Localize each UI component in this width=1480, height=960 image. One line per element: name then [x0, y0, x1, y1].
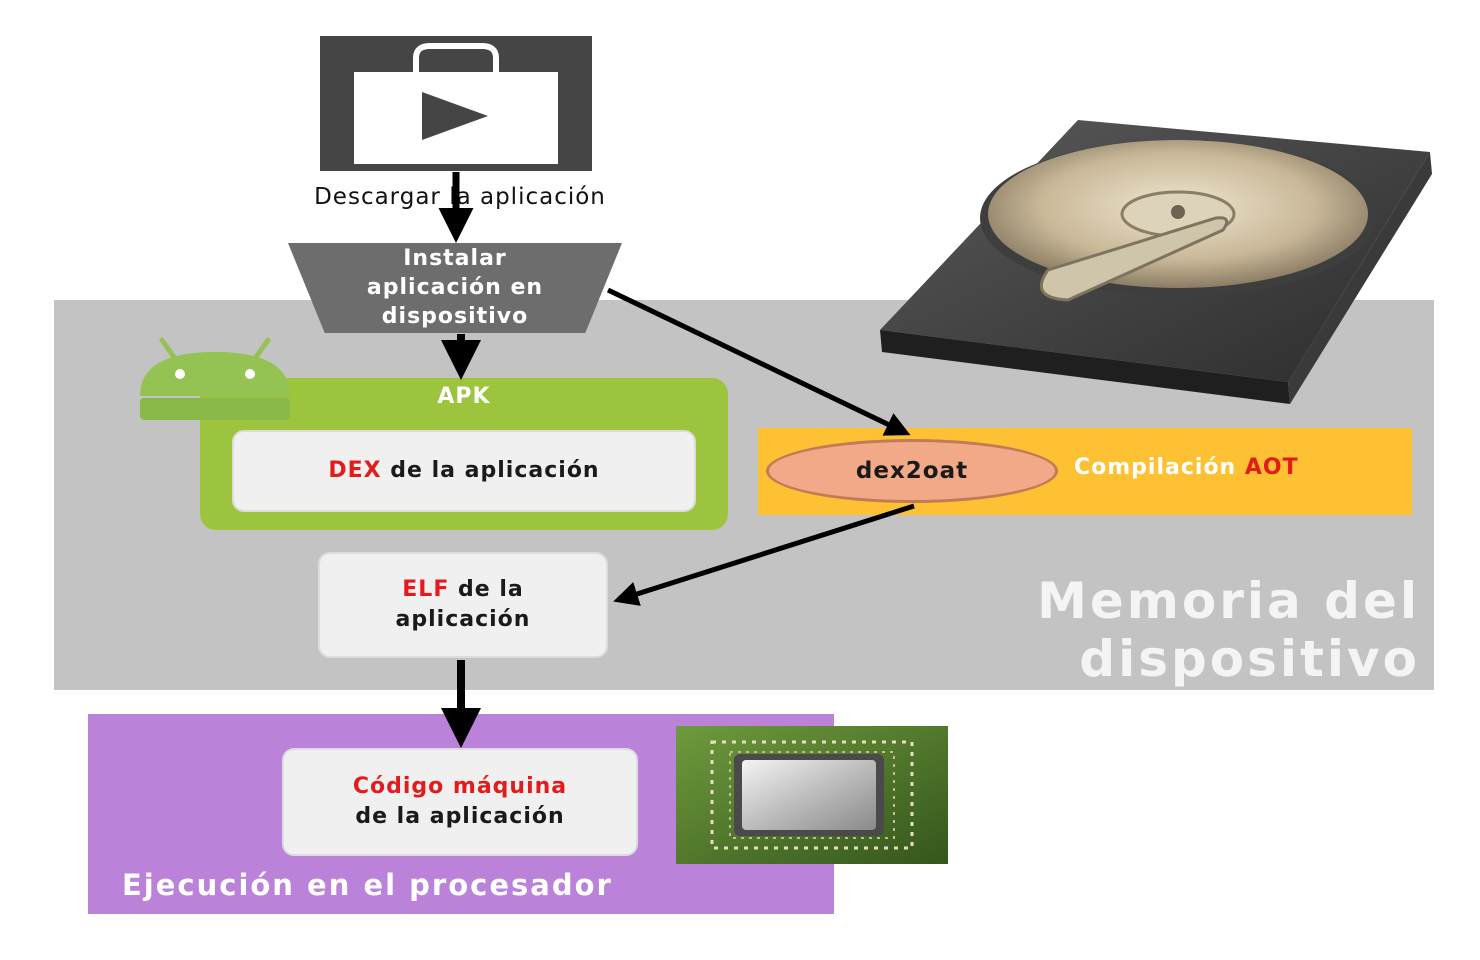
- elf-highlight: ELF: [402, 577, 450, 602]
- arrow-install-to-dex2oat: [606, 287, 911, 436]
- android-icon: [140, 337, 290, 420]
- device-memory-label: Memoria del dispositivo: [1037, 572, 1420, 688]
- dex2oat-node: dex2oat: [766, 439, 1058, 503]
- arrow-dex2oat-to-elf: [613, 503, 915, 606]
- dex-highlight: DEX: [328, 458, 382, 483]
- install-app-label: Instalar aplicación en dispositivo: [366, 246, 544, 329]
- processor-label: Ejecución en el procesador: [122, 868, 613, 902]
- machine-code-highlight: Código máquina: [352, 774, 568, 799]
- apk-title: APK: [437, 384, 491, 409]
- aot-highlight: AOT: [1244, 455, 1299, 480]
- hard-drive-icon: [880, 120, 1432, 404]
- processor-chip-icon: [676, 726, 948, 864]
- dex-card: DEX de la aplicación: [232, 430, 696, 512]
- dex-rest: de la aplicación: [381, 458, 600, 483]
- install-app-node: [288, 243, 622, 333]
- machine-code-card: Código máquina de la aplicación: [282, 748, 638, 856]
- elf-card: ELF de la aplicación: [318, 552, 608, 658]
- aot-compilation-label: Compilación AOT: [1074, 455, 1299, 480]
- play-store-icon: [320, 36, 592, 171]
